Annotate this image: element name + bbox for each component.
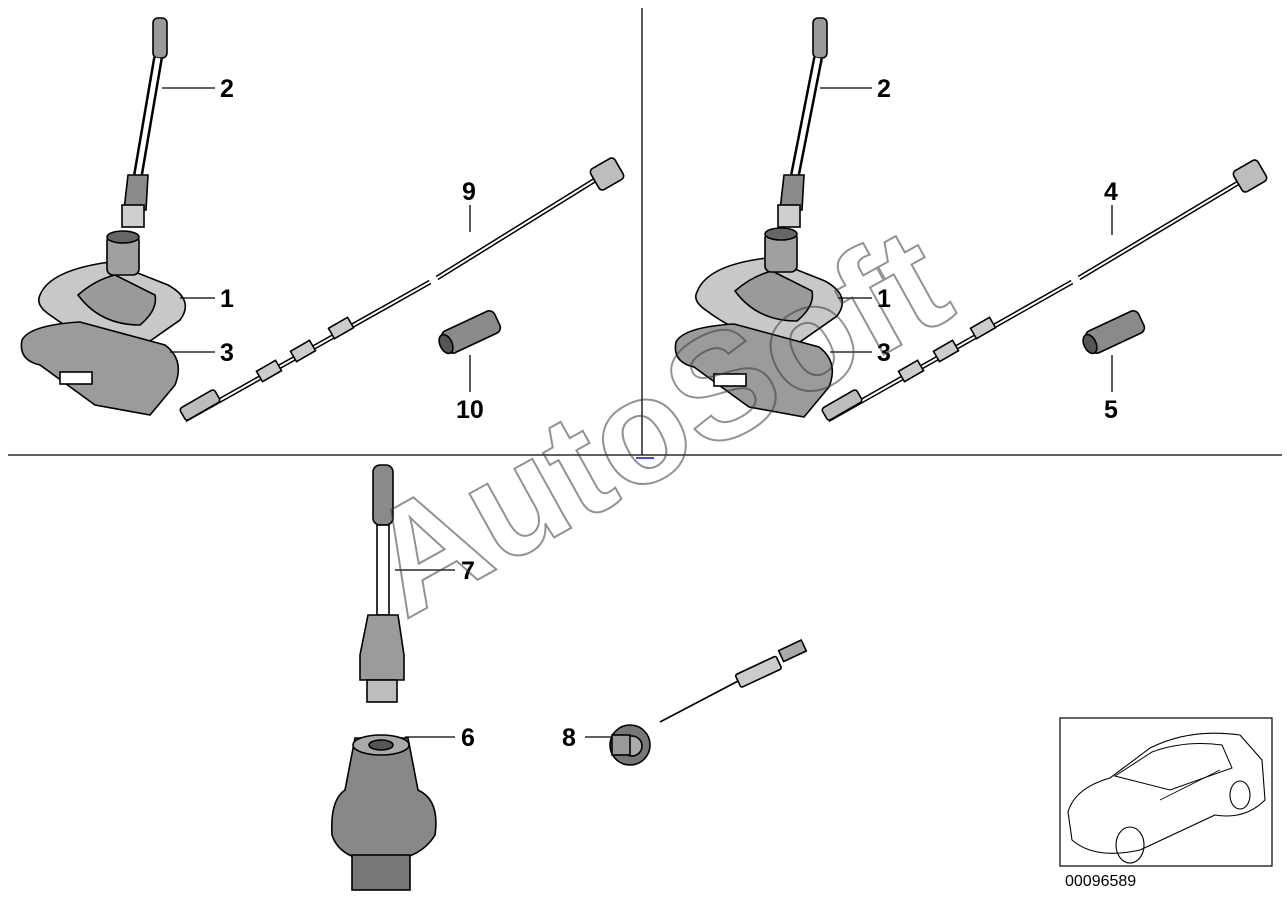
callout-tl-adapter: 10 [456, 396, 484, 424]
antenna-pad-tl [20, 321, 180, 416]
antenna-pad-tr [674, 323, 834, 418]
adapter-tr [1082, 310, 1146, 355]
callout-b-cable: 8 [562, 724, 576, 752]
callout-tr-base: 1 [877, 285, 891, 313]
callout-tl-pad: 3 [220, 339, 234, 367]
callout-b-base: 6 [461, 724, 475, 752]
antenna-cable-tr [821, 159, 1268, 423]
vehicle-thumbnail [1059, 717, 1273, 867]
leaders-tr [820, 87, 1113, 392]
callout-tr-cable: 4 [1104, 178, 1118, 206]
diagram-code: 00096589 [1065, 873, 1136, 890]
adapter-tl [438, 310, 502, 355]
antenna-cable-tl [179, 157, 625, 423]
callout-tr-mast: 2 [877, 75, 891, 103]
antenna-mast-tr [777, 17, 828, 228]
callout-tl-base: 1 [220, 285, 234, 313]
antenna-mast-tl [121, 17, 168, 228]
section-dividers [8, 8, 1282, 459]
antenna-cable-round-connector [609, 639, 808, 766]
antenna-base-round [330, 734, 437, 891]
callout-tl-cable: 9 [462, 178, 476, 206]
antenna-base-tr [694, 227, 844, 345]
watermark: AutoSoft [339, 194, 974, 648]
callout-tr-pad: 3 [877, 339, 891, 367]
leaders-tl [162, 87, 471, 392]
leaders-bottom [395, 569, 612, 738]
callout-tr-adapter: 5 [1104, 396, 1118, 424]
callout-tl-mast: 2 [220, 75, 234, 103]
rod-antenna [359, 464, 405, 703]
callout-b-rod: 7 [461, 557, 475, 585]
